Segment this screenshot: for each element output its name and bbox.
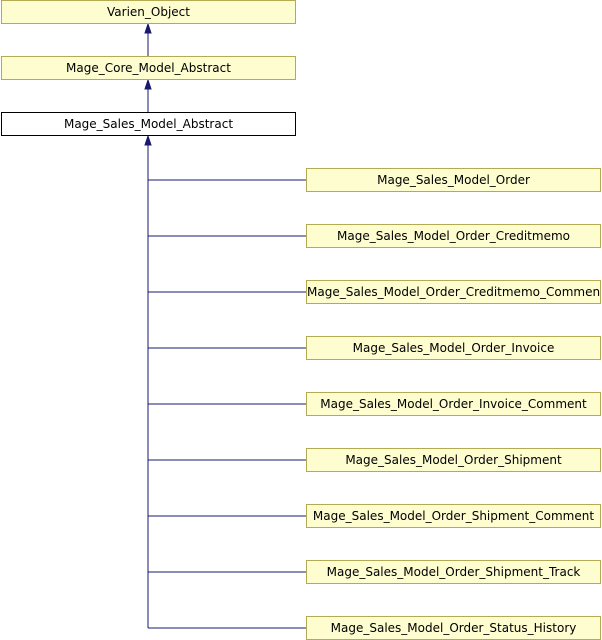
class-node-order-creditmemo-comment[interactable]: Mage_Sales_Model_Order_Creditmemo_Commen… [306, 280, 601, 304]
class-node-order[interactable]: Mage_Sales_Model_Order [306, 168, 601, 192]
class-node-order-status-history[interactable]: Mage_Sales_Model_Order_Status_History [306, 616, 601, 640]
class-node-order-invoice-comment[interactable]: Mage_Sales_Model_Order_Invoice_Comment [306, 392, 601, 416]
class-node-varien-object[interactable]: Varien_Object [1, 0, 296, 24]
class-node-order-shipment-comment[interactable]: Mage_Sales_Model_Order_Shipment_Comment [306, 504, 601, 528]
arrowhead-core-model-abstract [144, 78, 152, 90]
arrowhead-varien-object [144, 22, 152, 34]
class-node-order-creditmemo[interactable]: Mage_Sales_Model_Order_Creditmemo [306, 224, 601, 248]
class-node-order-shipment[interactable]: Mage_Sales_Model_Order_Shipment [306, 448, 601, 472]
arrowhead-sales-model-abstract [144, 134, 152, 146]
class-node-order-shipment-track[interactable]: Mage_Sales_Model_Order_Shipment_Track [306, 560, 601, 584]
class-node-order-invoice[interactable]: Mage_Sales_Model_Order_Invoice [306, 336, 601, 360]
class-node-core-model-abstract[interactable]: Mage_Core_Model_Abstract [1, 56, 296, 80]
class-node-sales-model-abstract: Mage_Sales_Model_Abstract [1, 112, 296, 136]
